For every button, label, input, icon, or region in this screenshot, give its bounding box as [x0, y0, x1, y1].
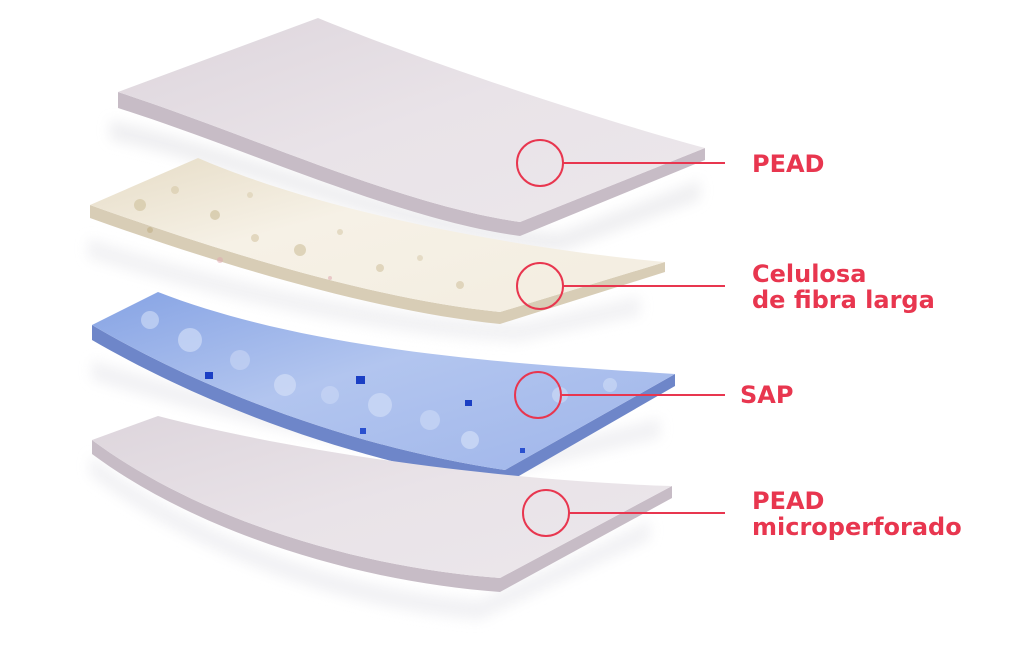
pead-micro-surface: [92, 416, 672, 578]
label-sap-line-1: SAP: [740, 381, 794, 409]
pead-top-surface: [118, 18, 705, 222]
celulosa-edge: [90, 205, 665, 324]
pead-micro-edge: [92, 440, 672, 592]
label-celulosa-line-1: Celulosa: [752, 260, 867, 288]
pead-top-edge: [118, 92, 705, 236]
callouts: [514, 139, 725, 537]
layer-sap: [92, 292, 675, 484]
label-celulosa-line-2: de fibra larga: [752, 286, 935, 314]
sap-edge: [92, 325, 675, 484]
layer-pead-top: [118, 18, 705, 236]
label-pead-micro-line-2: microperforado: [752, 513, 962, 541]
celulosa-texture: [134, 186, 464, 289]
label-pead-top: PEAD: [752, 151, 824, 177]
sap-surface: [92, 292, 675, 470]
label-pead-top-line-1: PEAD: [752, 150, 825, 178]
label-sap: SAP: [740, 382, 793, 408]
sap-crystals: [141, 311, 617, 453]
label-celulosa: Celulosa de fibra larga: [752, 261, 935, 313]
label-pead-micro-line-1: PEAD: [752, 487, 825, 515]
label-pead-micro: PEAD microperforado: [752, 488, 962, 540]
layer-pead-micro: [92, 416, 672, 592]
